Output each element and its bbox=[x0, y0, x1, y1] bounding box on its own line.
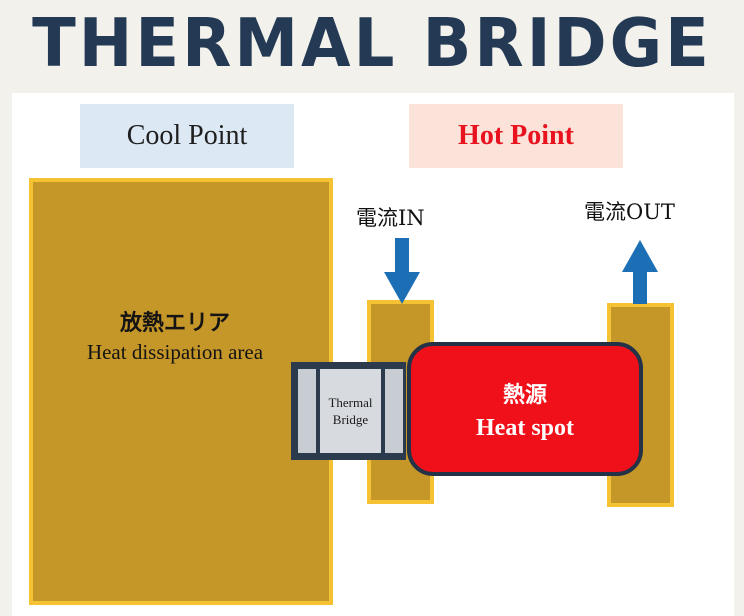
diagram-title: THERMAL BRIDGE bbox=[32, 5, 712, 83]
heat-dissipation-area bbox=[29, 178, 333, 605]
current-in-label: 電流IN bbox=[356, 206, 425, 230]
thermal-bridge-label-line1: Thermal bbox=[328, 395, 373, 410]
heat-dissipation-label-en: Heat dissipation area bbox=[86, 340, 264, 364]
heat-source-label-jp: 熱源 bbox=[502, 381, 547, 408]
heat-dissipation-label-jp: 放熱エリア bbox=[119, 310, 230, 336]
thermal-bridge-left-plate bbox=[298, 369, 316, 453]
current-out-label: 電流OUT bbox=[584, 200, 675, 224]
thermal-bridge-right-plate bbox=[385, 369, 403, 453]
hot-point-label: Hot Point bbox=[409, 104, 623, 168]
thermal-bridge-label-line2: Bridge bbox=[332, 412, 369, 427]
arrow-up-icon bbox=[622, 240, 658, 304]
cool-point-label: Cool Point bbox=[80, 104, 294, 168]
arrow-down-icon bbox=[384, 238, 420, 304]
heat-source: 熱源 Heat spot bbox=[407, 342, 643, 476]
thermal-bridge: Thermal Bridge bbox=[291, 362, 406, 460]
thermal-bridge-body: Thermal Bridge bbox=[320, 369, 381, 453]
heat-source-label-en: Heat spot bbox=[476, 414, 574, 441]
